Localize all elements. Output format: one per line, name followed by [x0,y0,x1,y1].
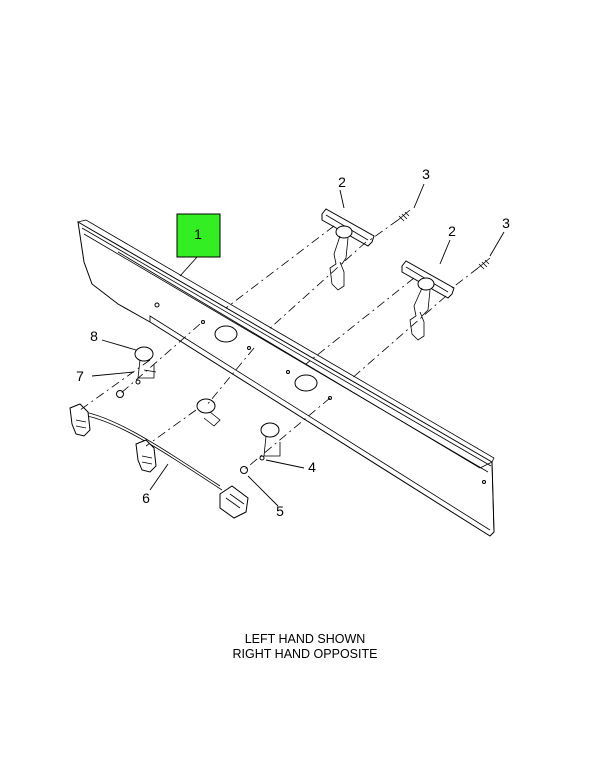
panel-end-cap [479,461,495,533]
panel-small-hole-2 [201,320,205,324]
harness-connector [219,485,249,519]
panel-rail-line-1 [81,227,492,467]
grommet-center [196,398,221,427]
panel-rail-line-3 [117,251,481,469]
callout-3-upper: 3 [422,166,430,182]
callout-2-upper: 2 [338,174,346,190]
caption-line-1: LEFT HAND SHOWN [244,632,366,646]
panel-small-hole-6 [482,480,486,484]
part-1-highlight-box[interactable] [176,213,221,258]
screw-lower [477,257,491,270]
marker-light-lower [401,260,455,341]
panel-hole-left [214,325,238,343]
panel-body [77,221,495,537]
callout-3-lower: 3 [502,215,510,231]
callout-6: 6 [142,490,150,506]
leader-lines [91,183,505,507]
grommet-left [134,346,157,379]
callout-7: 7 [76,368,84,384]
wiring-harness [69,403,249,519]
panel-assembly [77,219,495,537]
screw-upper [397,209,411,222]
panel-small-hole-4 [286,370,290,374]
panel-small-hole-3 [247,346,251,350]
callout-2-lower: 2 [448,223,456,239]
callout-5: 5 [276,503,284,519]
panel-lower-step [149,315,491,531]
caption-line-2: RIGHT HAND OPPOSITE [232,647,378,661]
callout-4: 4 [308,459,316,475]
panel-hole-right [294,374,318,392]
grommet-right [260,422,281,457]
callout-1: 1 [194,226,202,242]
marker-light-upper [321,208,375,291]
washer-right [259,455,265,461]
washer-left [135,379,141,385]
assembly-lines [79,219,479,471]
panel-top-flange [77,219,495,463]
callout-8: 8 [90,328,98,344]
panel-small-hole-1 [154,302,160,308]
